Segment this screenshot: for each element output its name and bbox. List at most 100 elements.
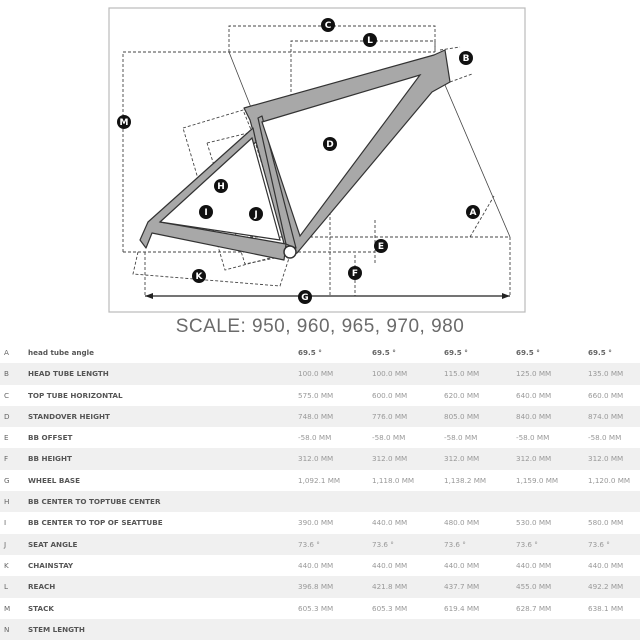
row-value: 776.0 MM — [372, 411, 408, 421]
row-name: BB CENTER TO TOPTUBE CENTER — [28, 497, 161, 507]
row-value: 605.3 MM — [372, 603, 408, 613]
svg-text:E: E — [378, 242, 384, 252]
row-value: 748.0 MM — [298, 411, 334, 421]
row-value: 660.0 MM — [588, 390, 624, 400]
row-value: 1,120.0 MM — [588, 475, 631, 485]
row-letter: B — [4, 369, 9, 379]
row-value: 73.6 ° — [516, 539, 538, 549]
label-f: F — [348, 266, 362, 280]
row-value: -58.0 MM — [588, 433, 622, 443]
row-letter: I — [4, 518, 7, 528]
row-value: 69.5 ° — [516, 348, 540, 357]
row-value: 125.0 MM — [516, 369, 552, 379]
label-j: J — [249, 207, 263, 221]
row-value: 100.0 MM — [298, 369, 334, 379]
scale-title: SCALE: 950, 960, 965, 970, 980 — [175, 316, 465, 337]
dimension-labels: A B C D E F G H I J K L M — [117, 18, 480, 304]
row-value: 390.0 MM — [298, 518, 334, 528]
label-e: E — [374, 239, 388, 253]
row-value: 440.0 MM — [372, 560, 408, 570]
label-a: A — [466, 205, 480, 219]
row-name: WHEEL BASE — [28, 475, 80, 485]
svg-text:F: F — [352, 269, 358, 279]
row-value: 619.4 MM — [444, 603, 480, 613]
row-letter: F — [4, 454, 9, 464]
row-value: 312.0 MM — [444, 454, 480, 464]
row-value: 440.0 MM — [298, 560, 334, 570]
table-row: K CHAINSTAY 440.0 MM 440.0 MM 440.0 MM 440.0 … — [0, 555, 640, 576]
row-name: STACK — [28, 603, 54, 613]
row-letter: N — [4, 624, 10, 634]
row-letter: E — [4, 433, 9, 443]
table-row: I BB CENTER TO TOP OF SEATTUBE 390.0 MM 440… — [0, 512, 640, 533]
row-value: 312.0 MM — [298, 454, 334, 464]
svg-text:K: K — [196, 272, 204, 282]
row-value: 874.0 MM — [588, 411, 624, 421]
row-value: 1,159.0 MM — [516, 475, 559, 485]
row-value: 440.0 MM — [444, 560, 480, 570]
frame-front-triangle — [261, 73, 422, 238]
row-letter: D — [4, 411, 10, 421]
row-name: SEAT ANGLE — [28, 539, 78, 549]
row-name: BB HEIGHT — [28, 454, 72, 464]
row-value: 1,118.0 MM — [372, 475, 415, 485]
row-name: CHAINSTAY — [28, 560, 74, 570]
row-letter: J — [4, 539, 7, 549]
row-value: 73.6 ° — [298, 539, 320, 549]
row-value: 69.5 ° — [588, 348, 612, 357]
row-letter: H — [4, 497, 10, 507]
row-value: 440.0 MM — [588, 560, 624, 570]
row-value: 530.0 MM — [516, 518, 552, 528]
svg-text:G: G — [301, 293, 308, 303]
label-l: L — [363, 33, 377, 47]
row-value: 421.8 MM — [372, 582, 408, 592]
svg-text:L: L — [367, 36, 373, 46]
row-value: 73.6 ° — [588, 539, 610, 549]
label-k: K — [192, 269, 206, 283]
row-value: 480.0 MM — [444, 518, 480, 528]
label-i: I — [199, 205, 213, 219]
svg-text:A: A — [470, 208, 477, 218]
row-value: 69.5 ° — [372, 348, 396, 357]
row-value: 115.0 MM — [444, 369, 480, 379]
row-value: -58.0 MM — [298, 433, 332, 443]
svg-text:D: D — [326, 140, 333, 150]
row-letter: C — [4, 390, 10, 400]
row-value: 100.0 MM — [372, 369, 408, 379]
row-value: 1,092.1 MM — [298, 475, 341, 485]
svg-text:J: J — [253, 210, 257, 220]
row-name: BB CENTER TO TOP OF SEATTUBE — [28, 518, 163, 528]
row-letter: K — [4, 560, 9, 570]
row-name: head tube angle — [28, 348, 95, 357]
svg-text:I: I — [204, 208, 207, 218]
row-name: HEAD TUBE LENGTH — [28, 369, 109, 379]
row-value: 455.0 MM — [516, 582, 552, 592]
row-value: -58.0 MM — [516, 433, 550, 443]
table-row: F BB HEIGHT 312.0 MM 312.0 MM 312.0 MM 312.0 … — [0, 448, 640, 470]
label-m: M — [117, 115, 131, 129]
row-value: 840.0 MM — [516, 411, 552, 421]
row-value: 73.6 ° — [372, 539, 394, 549]
row-value: 312.0 MM — [588, 454, 624, 464]
row-value: 628.7 MM — [516, 603, 552, 613]
row-value: 396.8 MM — [298, 582, 334, 592]
row-value: -58.0 MM — [372, 433, 406, 443]
label-c: C — [321, 18, 335, 32]
row-value: 440.0 MM — [372, 518, 408, 528]
row-value: 575.0 MM — [298, 390, 334, 400]
label-g: G — [298, 290, 312, 304]
row-value: 312.0 MM — [516, 454, 552, 464]
row-letter: A — [4, 348, 9, 357]
row-name: REACH — [28, 582, 56, 592]
row-name: STEM LENGTH — [28, 624, 85, 634]
row-value: 437.7 MM — [444, 582, 480, 592]
row-value: 69.5 ° — [298, 348, 322, 357]
svg-text:H: H — [217, 182, 225, 192]
row-value: 600.0 MM — [372, 390, 408, 400]
